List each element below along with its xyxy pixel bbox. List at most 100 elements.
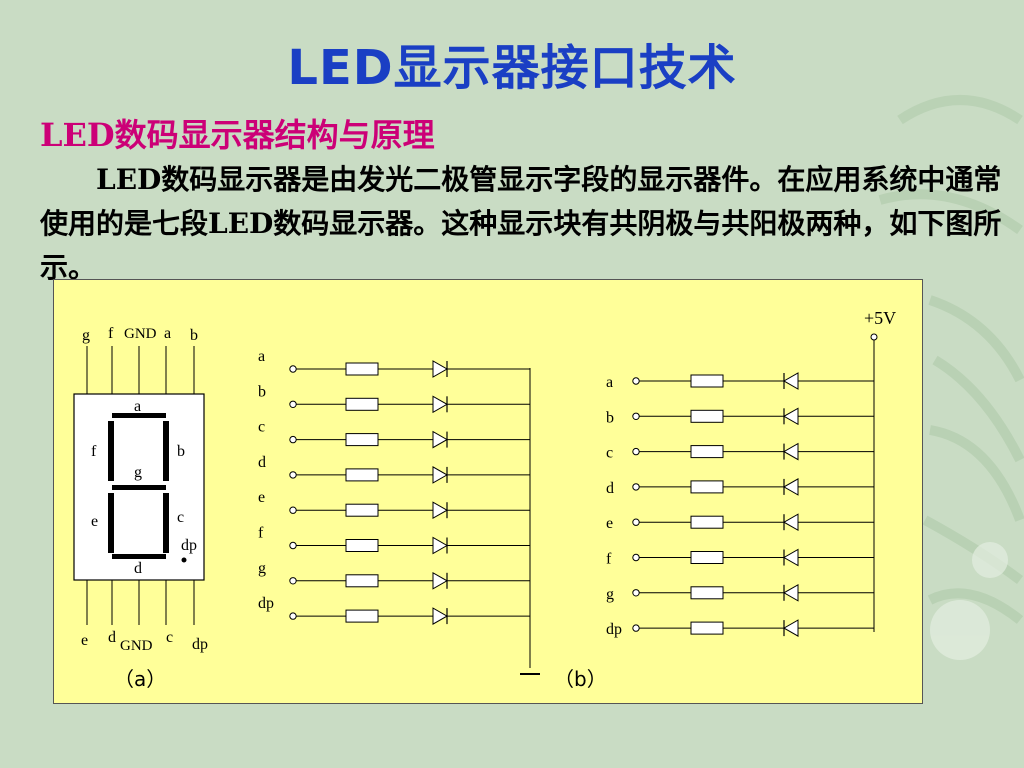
segment-label: f [91, 443, 97, 460]
input-label: d [606, 480, 614, 497]
pin-label: a [164, 325, 171, 342]
led-diode [432, 360, 449, 378]
input-terminal [289, 365, 297, 373]
segment-c [163, 493, 169, 553]
input-label: f [258, 525, 264, 542]
resistor [690, 374, 724, 388]
input-label: e [258, 489, 265, 506]
led-diode [432, 607, 449, 625]
input-terminal [632, 412, 640, 421]
segment-f [108, 421, 114, 481]
resistor [345, 539, 379, 552]
resistor [345, 433, 379, 447]
led-diode [432, 430, 449, 449]
led-diode [782, 619, 799, 637]
pin-label: g [82, 327, 90, 344]
resistor [345, 503, 379, 517]
pin-label: e [81, 632, 88, 649]
segment-b [163, 421, 169, 481]
led-diode [432, 571, 449, 590]
led-diode [432, 466, 449, 484]
resistor [690, 409, 724, 423]
input-label: dp [606, 621, 622, 638]
led-diagram: g f GND a b a f b g e c dp d e d GND c d… [73, 308, 896, 691]
input-label: b [606, 409, 614, 426]
resistor [345, 609, 379, 623]
pin-label: GND [120, 638, 153, 654]
pin-label: f [108, 325, 114, 342]
seven-segment-display: g f GND a b a f b g e c dp d e d GND c d… [73, 325, 208, 691]
slide-title: LED显示器接口技术 [287, 40, 737, 96]
caption-a: （a） [114, 667, 166, 691]
resistor [690, 515, 724, 529]
input-label: f [606, 551, 612, 568]
input-terminal [289, 577, 297, 585]
pin-label: d [108, 629, 116, 646]
led-diode [432, 501, 449, 520]
input-label: dp [258, 595, 274, 612]
description-paragraph: LED数码显示器是由发光二极管显示字段的显示器件。在应用系统中通常使用的是七段L… [40, 163, 1002, 284]
common-anode-circuit: +5V a b c d e f g dp [606, 308, 896, 638]
input-terminal [632, 447, 640, 456]
segment-label: g [134, 464, 142, 481]
input-label: e [606, 515, 613, 532]
resistor [345, 362, 379, 376]
segment-g [112, 485, 166, 490]
resistor [345, 574, 379, 588]
resistor [690, 621, 724, 635]
common-cathode-circuit: （b） a b c d e f g dp [258, 348, 607, 691]
led-diagram-panel: g f GND a b a f b g e c dp d e d GND c d… [53, 279, 923, 704]
input-label: b [258, 383, 266, 400]
input-terminal [632, 589, 640, 597]
input-terminal [632, 553, 640, 562]
led-diode [782, 372, 799, 390]
supply-label: +5V [864, 308, 896, 328]
led-diode [782, 548, 799, 567]
led-diode [782, 513, 799, 532]
resistor [345, 397, 379, 411]
resistor [690, 480, 724, 494]
input-terminal [289, 506, 297, 514]
input-terminal [632, 624, 640, 632]
slide-subtitle: LED数码显示器结构与原理 [40, 116, 435, 154]
segment-label: d [134, 560, 142, 577]
segment-d [112, 554, 166, 559]
pin-label: GND [124, 326, 157, 342]
segment-e [108, 493, 114, 553]
segment-dp [181, 557, 187, 563]
led-diode [782, 442, 799, 461]
input-terminal [632, 377, 640, 385]
led-diode [782, 407, 799, 426]
segment-a [112, 413, 166, 418]
pin-label: b [190, 327, 198, 344]
input-terminal [289, 612, 297, 620]
input-terminal [289, 400, 297, 409]
segment-label: b [177, 443, 185, 460]
input-terminal [632, 518, 640, 526]
pin-label: c [166, 629, 173, 646]
led-diode [432, 536, 449, 555]
led-diode [782, 478, 799, 496]
input-label: g [606, 586, 614, 603]
resistor [690, 445, 724, 459]
input-terminal [289, 471, 297, 479]
input-terminal [289, 435, 297, 444]
pin-label: dp [192, 636, 208, 653]
input-terminal [289, 541, 297, 550]
input-label: c [606, 445, 613, 462]
input-label: g [258, 560, 266, 577]
input-label: d [258, 454, 266, 471]
input-label: c [258, 419, 265, 436]
led-diode [432, 395, 449, 414]
input-label: a [258, 348, 265, 365]
caption-b: （b） [554, 667, 607, 691]
supply-terminal [870, 333, 878, 341]
segment-label: a [134, 398, 141, 415]
segment-label: c [177, 509, 184, 526]
resistor [690, 551, 724, 564]
input-terminal [632, 483, 640, 491]
segment-label: dp [181, 537, 197, 554]
led-diode [782, 583, 799, 602]
input-label: a [606, 374, 613, 391]
